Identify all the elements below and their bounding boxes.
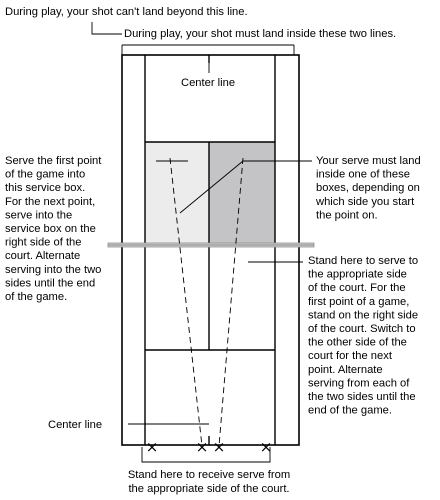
- position-marker-right-serve: ×: [213, 438, 226, 456]
- label-line: the two sides until the: [308, 391, 416, 403]
- label-line: serve into the: [5, 209, 72, 221]
- label-line: Stand here to receive serve from: [128, 469, 290, 481]
- label-line: Stand here to serve to: [308, 255, 418, 267]
- serve-path-right: [218, 157, 244, 447]
- leader-receive: [141, 447, 271, 463]
- service-box-right: [209, 142, 275, 245]
- label-line: of the court. For the: [308, 282, 406, 294]
- label-line: the other side of the: [308, 337, 407, 349]
- label-line: serving into the two: [5, 264, 101, 276]
- label-stand-to-receive: Stand here to receive serve from the appr…: [128, 469, 290, 495]
- label-line: court. Alternate: [5, 250, 80, 262]
- label-line: of the court. Switch to: [308, 323, 416, 335]
- label-line: service box on the: [5, 223, 96, 235]
- label-center-line-bottom: Center line: [48, 419, 102, 431]
- label-line: end of the game.: [308, 405, 392, 417]
- label-line: stand on the right side: [308, 309, 418, 321]
- label-line: first point of a game,: [308, 296, 409, 308]
- label-line: the appropriate side of the court.: [128, 483, 289, 495]
- label-line: of the game into: [5, 169, 85, 181]
- leader-must-land-b: [179, 160, 244, 214]
- label-line: the point on.: [316, 209, 378, 221]
- label-line: Serve the first point: [5, 155, 102, 167]
- label-line: point. Alternate: [308, 364, 383, 376]
- service-box-left: [145, 142, 209, 245]
- doubles-court-outline: [121, 54, 300, 446]
- label-line: For the next point,: [5, 196, 95, 208]
- leader-baseline: [91, 22, 122, 35]
- label-line: the appropriate side: [308, 269, 407, 281]
- label-line: which side you start: [315, 196, 415, 208]
- label-line: serving from each of: [308, 377, 410, 389]
- position-marker-left-serve: ×: [196, 438, 209, 456]
- serve-path-left: [169, 157, 203, 447]
- label-line: this service box.: [5, 182, 85, 194]
- label-line: inside one of these: [316, 169, 410, 181]
- label-baseline-note: During play, your shot can't land beyond…: [5, 6, 248, 18]
- position-marker-right-receive: ×: [260, 438, 273, 456]
- label-line: court for the next: [308, 350, 393, 362]
- position-marker-left-receive: ×: [146, 438, 159, 456]
- label-line: right side of the: [5, 237, 82, 249]
- label-stand-to-serve: Stand here to serve to the appropriate si…: [308, 255, 418, 417]
- label-line: Your serve must land: [316, 155, 421, 167]
- label-sideline-note: During play, your shot must land inside …: [124, 28, 396, 40]
- label-line: sides until the end: [5, 277, 95, 289]
- label-center-line-top: Center line: [181, 77, 235, 89]
- label-line: of the game.: [5, 291, 67, 303]
- label-line: boxes, depending on: [316, 182, 420, 194]
